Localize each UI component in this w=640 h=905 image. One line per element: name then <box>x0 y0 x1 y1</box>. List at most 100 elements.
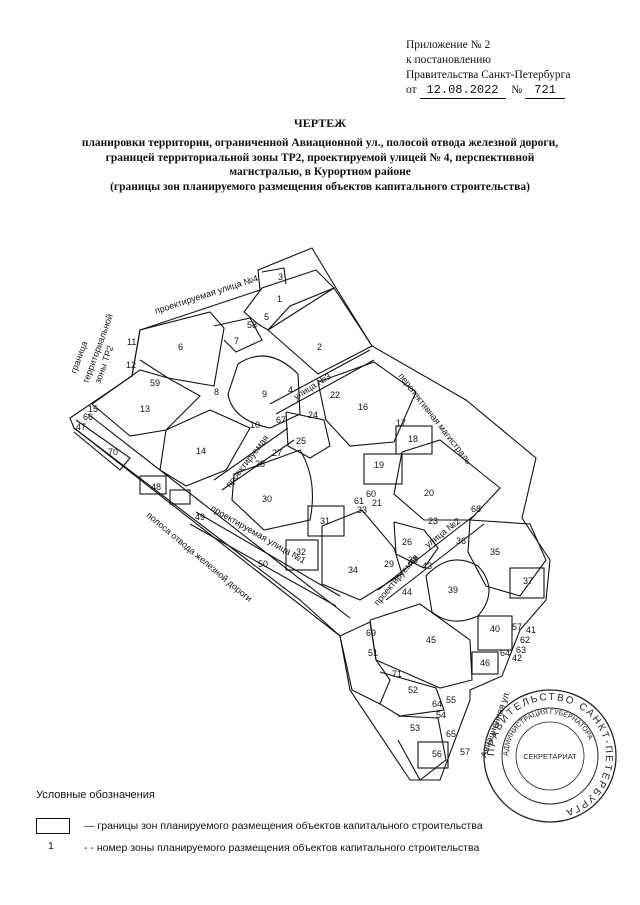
zone-number: 21 <box>372 498 382 508</box>
zone-number: 35 <box>490 547 500 557</box>
subtitle-line-3: магистралью, в Курортном районе <box>229 166 411 178</box>
legend-number-text: - - номер зоны планируемого размещения о… <box>84 842 480 854</box>
annex-date: 12.08.2022 <box>419 83 506 99</box>
zone-number: 27 <box>272 448 282 458</box>
zone-number: 61 <box>354 496 364 506</box>
zone-number: 45 <box>426 635 436 645</box>
zone-number: 25 <box>296 436 306 446</box>
annex-from-label: от <box>406 84 417 96</box>
zone-number: 7 <box>234 336 239 346</box>
zone-number: 66 <box>83 412 93 422</box>
perspective-label: перспективная магистраль <box>396 371 473 466</box>
zone-number: 3 <box>278 272 283 282</box>
zone-number: 2 <box>317 342 322 352</box>
street1-label: проектируемая улица №1 <box>209 503 307 566</box>
zone-number: 47 <box>76 422 86 432</box>
street4-label: проектируемая улица №4 <box>154 273 260 316</box>
zone-number: 32 <box>296 547 306 557</box>
zone-number: 68 <box>471 504 481 514</box>
zone-number: 71 <box>392 669 402 679</box>
zone-number: 6 <box>178 342 183 352</box>
zone-number: 29 <box>384 559 394 569</box>
zone-number: 59 <box>150 378 160 388</box>
tr2-label: граница территориальной зоны ТР2 <box>68 313 115 385</box>
annex-date-line: от 12.08.2022 № 721 <box>406 83 571 99</box>
zone-number: 41 <box>526 625 536 635</box>
zone-number: 69 <box>366 628 376 638</box>
zone-number: 22 <box>330 390 340 400</box>
zone-number: 43 <box>422 561 432 571</box>
zone-number: 16 <box>358 402 368 412</box>
legend-boundary-text: — границы зон планируемого размещения об… <box>84 820 483 832</box>
zone-number: 58 <box>247 320 257 330</box>
zone-number: 17 <box>396 418 406 428</box>
zone-number: 26 <box>402 537 412 547</box>
annex-line-2: к постановлению <box>406 54 491 66</box>
zone-number: 36 <box>456 536 466 546</box>
zone-number: 13 <box>140 404 150 414</box>
zone-number: 57 <box>512 622 522 632</box>
zone-number: 5 <box>264 312 269 322</box>
annex-block: Приложение № 2 к постановлению Правитель… <box>406 38 571 99</box>
annex-number: 721 <box>525 83 566 99</box>
zone-number: 44 <box>402 587 412 597</box>
subtitle-line-4: (границы зон планируемого размещения объ… <box>110 180 530 193</box>
zone-number: 50 <box>258 559 268 569</box>
zone-number: 54 <box>436 710 446 720</box>
zone-number: 48 <box>151 482 161 492</box>
zone-number: 64 <box>500 648 510 658</box>
zone-number: 1 <box>277 294 282 304</box>
zone-number: 55 <box>446 695 456 705</box>
zone-number: 23 <box>428 516 438 526</box>
zone-number: 57 <box>460 747 470 757</box>
zone-number: 38 <box>408 555 418 565</box>
zone-number: 46 <box>480 658 490 668</box>
zone-number: 9 <box>262 389 267 399</box>
zone-number: 51 <box>368 648 378 658</box>
territory-boundary <box>69 247 551 781</box>
zone-number: 53 <box>410 723 420 733</box>
zone-number: 33 <box>357 505 367 515</box>
zone-number: 56 <box>432 749 442 759</box>
zone-number: 60 <box>366 489 376 499</box>
zone-number: 63 <box>516 645 526 655</box>
zone-number: 67 <box>276 415 286 425</box>
zone-number: 62 <box>520 635 530 645</box>
zone-number: 39 <box>448 585 458 595</box>
zone-number: 70 <box>108 447 118 457</box>
zone-number: 49 <box>195 512 205 522</box>
zone-number: 28 <box>255 459 265 469</box>
legend-boundary-symbol <box>36 818 70 834</box>
zone-number: 52 <box>408 685 418 695</box>
zone-number: 42 <box>512 653 522 663</box>
zone-number: 24 <box>308 410 318 420</box>
proj-mid-label: проектируемая <box>372 552 421 607</box>
zone-number: 8 <box>214 387 219 397</box>
zone-number: 11 <box>127 337 136 347</box>
zone-number: 4 <box>288 385 293 395</box>
subtitle-line-1: планировки территории, ограниченной Авиа… <box>81 137 559 149</box>
annex-line-1: Приложение № 2 <box>406 39 491 51</box>
annex-line-3: Правительства Санкт-Петербурга <box>406 69 571 81</box>
zone-number: 19 <box>374 460 384 470</box>
zone-number: 37 <box>523 576 533 586</box>
zone-number: 65 <box>446 729 456 739</box>
annex-number-label: № <box>511 84 523 96</box>
zone-number: 30 <box>262 494 272 504</box>
zone-number: 40 <box>490 624 500 634</box>
subtitle-line-2: границей территориальной зоны ТР2, проек… <box>105 151 535 164</box>
legend-heading: Условные обозначения <box>36 789 155 801</box>
zone-number: 31 <box>320 516 330 526</box>
stamp-center-text: СЕКРЕТАРИАТ <box>523 752 577 761</box>
legend-number-sample: 1 <box>48 840 54 852</box>
zone-number: 15 <box>88 404 98 414</box>
document-subtitle: планировки территории, ограниченной Авиа… <box>40 136 600 194</box>
zone-number: 18 <box>408 434 418 444</box>
zone-number: 20 <box>424 488 434 498</box>
zone-number: 10 <box>250 420 260 430</box>
zone-number: 64 <box>432 699 442 709</box>
document-title: ЧЕРТЕЖ <box>293 116 347 130</box>
zone-number: 14 <box>196 446 206 456</box>
zone-number: 12 <box>126 360 136 370</box>
